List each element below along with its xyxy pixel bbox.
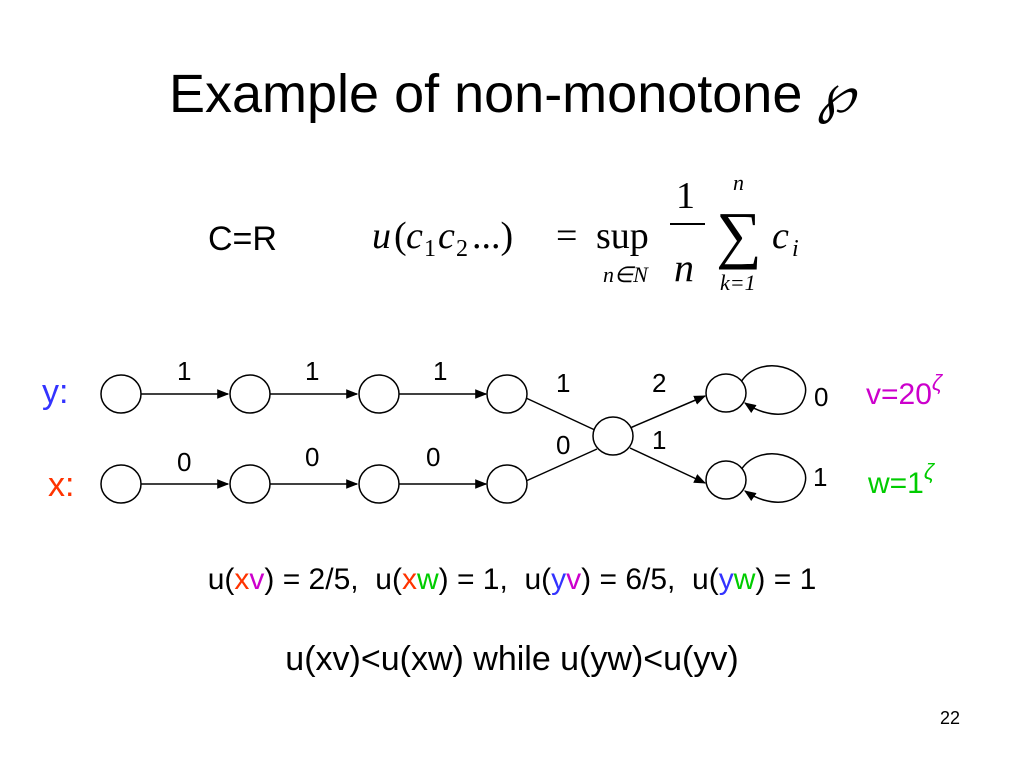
variable-w: w [416, 563, 439, 596]
comparison-statement: u(xv)<u(xw) while u(yw)<u(yv) [285, 640, 739, 678]
variable-w: w [733, 563, 756, 596]
w-value-label: w=1ζ [867, 459, 936, 500]
x-edge-3-label: 0 [426, 442, 440, 472]
y-cross-label: 1 [556, 368, 570, 398]
x-edge-1-label: 0 [177, 447, 191, 477]
y-edge-2-label: 1 [305, 356, 319, 386]
y-node-2 [229, 374, 271, 414]
x-edge-2-label: 0 [305, 442, 319, 472]
weierstrass-p-symbol: ℘ [817, 62, 856, 125]
hub-to-v-edge [629, 395, 707, 429]
v-value-label: v=20ζ [866, 370, 944, 411]
utility-values-line: u(xv) = 2/5, u(xw) = 1, u(yv) = 6/5, u(y… [0, 563, 1024, 597]
hub-to-v-label: 2 [652, 368, 666, 398]
page-number: 22 [940, 708, 961, 728]
formula-sub2: 2 [456, 236, 468, 262]
x-row-label: x: [48, 466, 74, 504]
utility-text: ) = 1 [755, 563, 817, 596]
utility-text: u( [207, 563, 235, 596]
formula-c1: c [406, 215, 423, 257]
v-loop-label: 0 [814, 382, 828, 412]
v-node [705, 373, 747, 413]
y-node-3 [358, 374, 400, 414]
variable-x: x [401, 563, 417, 596]
x-node-1 [100, 464, 142, 504]
formula-denominator: n [674, 245, 694, 290]
variable-v: v [249, 563, 265, 596]
utility-text: ) = 2/5, u( [264, 563, 402, 596]
utility-text: ) = 6/5, u( [581, 563, 719, 596]
w-zeta-exponent: ζ [924, 459, 936, 484]
formula-lparen: ( [394, 215, 407, 257]
variable-y: y [551, 563, 567, 596]
set-label: C=R [208, 220, 277, 258]
formula-sub1: 1 [424, 236, 436, 262]
sum-lower-limit: k=1 [720, 270, 756, 295]
title-text: Example of non-monotone [168, 64, 818, 124]
slide-title: Example of non-monotone ℘ [0, 62, 1024, 125]
formula-c2: c [438, 215, 455, 257]
y-node-4 [486, 374, 528, 414]
x-node-2 [229, 464, 271, 504]
utility-formula: u ( c 1 c 2 ...) = sup n∈N 1 n n ∑ k=1 c… [372, 170, 799, 295]
variable-v: v [566, 563, 582, 596]
variable-y: y [718, 563, 734, 596]
v-value-text: v=20 [866, 378, 932, 411]
x-cross-label: 0 [556, 430, 570, 460]
y-edge-3-label: 1 [433, 356, 447, 386]
y-node-1 [100, 374, 142, 414]
v-zeta-exponent: ζ [932, 370, 944, 395]
variable-x: x [234, 563, 250, 596]
x-node-4 [486, 464, 528, 504]
x-to-hub-edge [525, 448, 598, 482]
y-to-hub-edge [525, 397, 598, 432]
hub-to-w-label: 1 [652, 425, 666, 455]
y-row-label: y: [42, 373, 68, 411]
hub-node [592, 416, 634, 456]
formula-sup: sup [596, 215, 649, 257]
v-self-loop [740, 365, 807, 415]
sum-upper-limit: n [733, 170, 744, 195]
formula-sup-subscript: n∈N [603, 262, 649, 287]
sigma-symbol: ∑ [716, 199, 762, 270]
formula-ci-subscript: i [792, 236, 799, 262]
w-value-text: w=1 [867, 467, 924, 500]
hub-to-w-edge [629, 447, 707, 484]
w-self-loop [740, 453, 807, 503]
w-node [705, 460, 747, 500]
formula-ci: c [772, 215, 789, 257]
formula-equals: = [556, 215, 577, 257]
formula-numerator: 1 [676, 175, 695, 217]
y-edge-1-label: 1 [177, 356, 191, 386]
formula-dots: ...) [472, 215, 513, 257]
formula-u: u [372, 215, 391, 257]
w-loop-label: 1 [813, 462, 827, 492]
x-node-3 [358, 464, 400, 504]
utility-text: ) = 1, u( [438, 563, 552, 596]
